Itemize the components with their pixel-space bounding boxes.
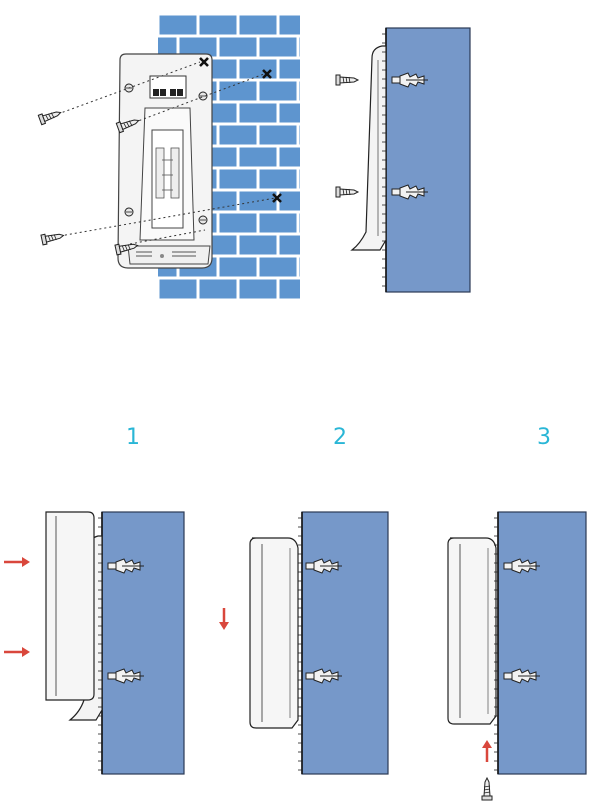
step-number-3: 3 bbox=[537, 425, 551, 450]
step-2-panel bbox=[219, 511, 389, 775]
screw-icon bbox=[481, 777, 493, 801]
red-arrow-icon bbox=[482, 740, 492, 762]
red-arrow-icon bbox=[219, 608, 229, 630]
red-arrow-icon bbox=[4, 647, 30, 657]
wall-section bbox=[301, 511, 389, 775]
mounting-plate bbox=[117, 53, 213, 269]
step-number-2: 2 bbox=[333, 425, 347, 450]
doorbell-housing bbox=[249, 537, 299, 729]
doorbell-housing bbox=[45, 511, 95, 701]
brick-wall-mounting-view bbox=[37, 12, 300, 302]
red-arrow-icon bbox=[4, 557, 30, 567]
screw-icon bbox=[37, 107, 63, 126]
side-section-view bbox=[335, 27, 471, 293]
doorbell-housing bbox=[447, 537, 497, 725]
step-3-panel bbox=[447, 511, 587, 801]
screw-icon bbox=[335, 74, 359, 86]
guide-lines bbox=[57, 61, 276, 245]
wall-section bbox=[385, 27, 471, 293]
step-1-panel bbox=[4, 511, 185, 775]
step-number-1: 1 bbox=[126, 425, 140, 450]
brick-mortar-lines bbox=[156, 12, 300, 302]
wall-section bbox=[497, 511, 587, 775]
screw-icon bbox=[335, 186, 359, 198]
wall-edge-ticks bbox=[98, 33, 498, 771]
wall-section bbox=[101, 511, 185, 775]
screw-icon bbox=[40, 230, 66, 246]
